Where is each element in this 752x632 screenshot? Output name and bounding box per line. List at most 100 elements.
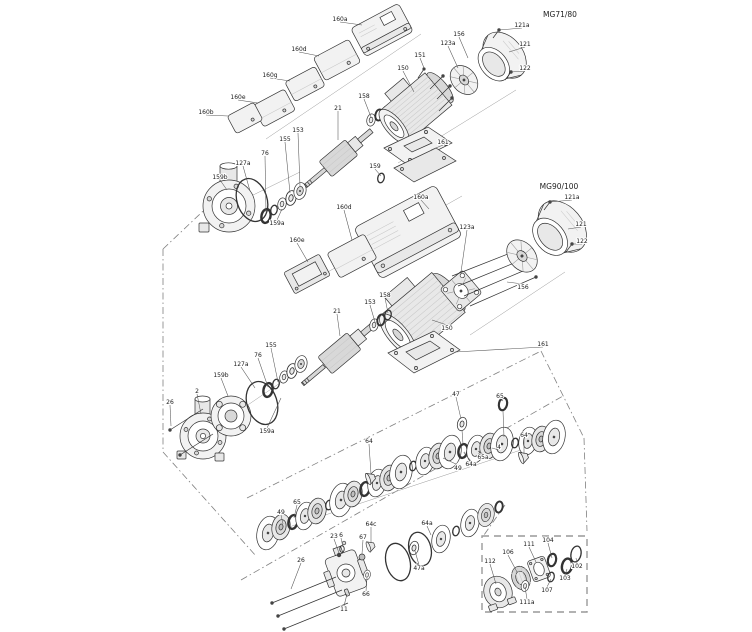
terminal-plate-161 <box>383 126 453 166</box>
seal-ring <box>269 203 279 217</box>
adapter-flange-159b <box>210 395 252 437</box>
leader-line-159a <box>266 397 282 429</box>
leader-line-2 <box>196 393 202 415</box>
callout-47a: 47a <box>413 565 425 572</box>
callout-161: 161 <box>437 139 449 146</box>
inset-frame <box>481 535 588 613</box>
fan-123a-mg71 <box>449 65 479 95</box>
callout-161: 161 <box>537 341 549 348</box>
callout-156: 156 <box>517 284 529 291</box>
suction-block-group <box>270 499 505 631</box>
callout-64a: 64a <box>421 520 433 527</box>
leader-line-65a <box>477 450 484 455</box>
leader-line-106 <box>507 554 518 573</box>
callout-64a: 64a <box>465 461 477 468</box>
callout-153: 153 <box>292 127 304 134</box>
mg71-assembly <box>198 4 527 233</box>
callout-26: 26 <box>297 557 305 564</box>
leader-line-23 <box>333 538 340 554</box>
callout-155: 155 <box>279 136 291 143</box>
callout-160g: 160g <box>262 72 277 79</box>
leader-line-153 <box>297 132 301 187</box>
leader-line-160e <box>296 242 309 263</box>
leader-line-6 <box>340 537 344 548</box>
callout-66: 66 <box>362 591 370 598</box>
callout-2: 2 <box>195 388 199 395</box>
callout-4: 4 <box>497 444 501 451</box>
leader-line-103 <box>564 568 568 576</box>
leader-line-64 <box>368 443 372 475</box>
callout-26: 26 <box>166 399 174 406</box>
leader-line-150 <box>402 70 415 93</box>
callout-49: 49 <box>277 509 285 516</box>
leader-line-64a <box>463 452 472 462</box>
callout-123a: 123a <box>440 40 455 47</box>
leader-line-160e <box>237 99 259 104</box>
leader-line-121a <box>549 199 573 203</box>
callout-64: 64 <box>520 432 528 439</box>
callout-159a: 159a <box>259 428 274 435</box>
callout-158: 158 <box>358 93 370 100</box>
callout-155: 155 <box>265 342 277 349</box>
leader-line-161 <box>430 144 444 151</box>
callout-64c: 64c <box>366 521 377 528</box>
nut-67 <box>358 553 366 561</box>
callout-104: 104 <box>542 537 554 544</box>
leader-line-4 <box>491 447 500 451</box>
leader-line-11 <box>343 593 348 607</box>
leader-line-65 <box>293 504 298 519</box>
callout-103: 103 <box>559 575 571 582</box>
o-ring <box>384 542 412 582</box>
callout-76: 76 <box>261 150 269 157</box>
callout-102: 102 <box>571 563 583 570</box>
leader-line-26 <box>169 404 172 427</box>
leader-line-21 <box>336 313 341 337</box>
ring <box>451 524 461 538</box>
base-plate-161-mg90 <box>387 330 461 374</box>
callout-159b: 159b <box>212 174 227 181</box>
ball <box>341 540 347 546</box>
pump-head-159b <box>198 162 256 233</box>
control-box-160b <box>227 102 263 134</box>
leader-line-76 <box>264 155 267 213</box>
callout-65: 65 <box>496 393 504 400</box>
control-box-160a-mg90 <box>355 186 461 278</box>
leader-line-156 <box>506 281 524 285</box>
clamp-plate <box>393 147 457 183</box>
fan-cover-screws-mg90 <box>543 200 574 253</box>
leader-line-159b <box>220 377 229 397</box>
leader-line-155 <box>270 347 279 383</box>
variant-title-mg90: MG90/100 <box>540 182 579 191</box>
o-ring-102 <box>570 545 582 563</box>
leader-line-159b <box>219 179 228 191</box>
leader-line-49 <box>442 457 459 466</box>
callout-127a: 127a <box>235 160 250 167</box>
leader-line-156 <box>458 36 469 59</box>
callout-160a: 160a <box>332 16 347 23</box>
cover-plate-160e-mg90 <box>284 254 330 294</box>
callout-65: 65 <box>293 499 301 506</box>
callout-67: 67 <box>359 534 367 541</box>
leader-line-111a <box>524 586 528 600</box>
leader-line-104 <box>547 542 553 559</box>
leader-line-150 <box>431 319 448 326</box>
leader-line-64a <box>426 525 432 536</box>
callout-160d: 160d <box>336 204 351 211</box>
callout-156: 156 <box>453 31 465 38</box>
leader-line-66 <box>365 577 368 592</box>
ring <box>493 499 505 515</box>
leader-line-123a <box>460 229 468 273</box>
control-box-160d <box>313 39 361 81</box>
leader-line-26 <box>290 562 302 590</box>
callout-21: 21 <box>334 105 342 112</box>
suction-block-6 <box>323 545 369 597</box>
o-ring-127a <box>235 177 269 223</box>
callout-127a: 127a <box>233 361 248 368</box>
callout-76: 76 <box>254 352 262 359</box>
leader-line-76 <box>257 357 269 388</box>
ring-104 <box>545 551 559 569</box>
callout-106: 106 <box>502 549 514 556</box>
leader-line-160d <box>298 51 320 57</box>
